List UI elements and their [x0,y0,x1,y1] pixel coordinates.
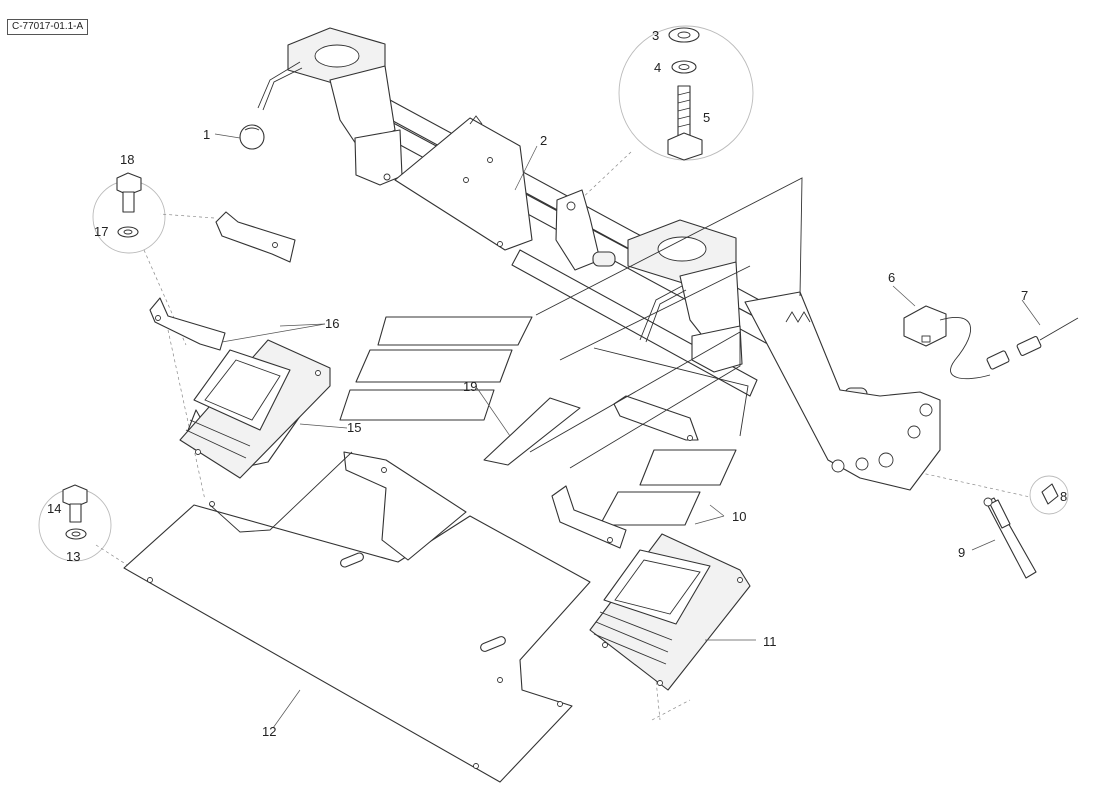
callout-11: 11 [763,634,777,649]
callout-19: 19 [463,379,477,394]
callout-9: 9 [958,545,965,560]
callout-14: 14 [47,501,61,516]
callout-8: 8 [1060,489,1067,504]
callout-7: 7 [1021,288,1028,303]
callout-10: 10 [732,509,746,524]
callout-2: 2 [540,133,547,148]
drawing-reference-label: C-77017-01.1-A [7,19,89,35]
knob-part-1 [239,124,265,150]
callout-4: 4 [654,60,661,75]
callout-18: 18 [120,152,134,167]
callout-17: 17 [94,224,108,239]
plates-part-10 [529,331,741,549]
callout-15: 15 [347,420,361,435]
switch-part-6 [903,305,947,347]
rubber-boot-part-11 [589,533,751,691]
leader-lines [214,133,1041,729]
detail-circle-fasteners-3-5 [618,25,754,161]
rubber-boot-part-15 [179,339,331,479]
callout-6: 6 [888,270,895,285]
frame-assembly [257,27,941,491]
clamp-brackets-part-16 [149,211,296,351]
clip-part-8 [1041,483,1059,505]
callout-5: 5 [703,110,710,125]
fastener-set-17-18 [116,172,142,238]
fastener-set-13-14 [62,484,88,540]
detail-circle-part-8 [1029,475,1069,515]
callout-13: 13 [66,549,80,564]
callout-1: 1 [203,127,210,142]
callout-3: 3 [652,28,659,43]
gas-spring-part-9 [983,497,1037,579]
callout-16: 16 [325,316,339,331]
cable-connector-part-7 [939,316,1079,380]
floor-plate-part-12 [123,451,591,783]
fastener-set-3-5 [667,27,703,161]
decals-part-19 [339,316,581,466]
callout-labels: 1 2 3 4 5 6 7 8 9 10 11 12 13 14 15 16 1… [47,28,1067,739]
callout-12: 12 [262,724,276,739]
